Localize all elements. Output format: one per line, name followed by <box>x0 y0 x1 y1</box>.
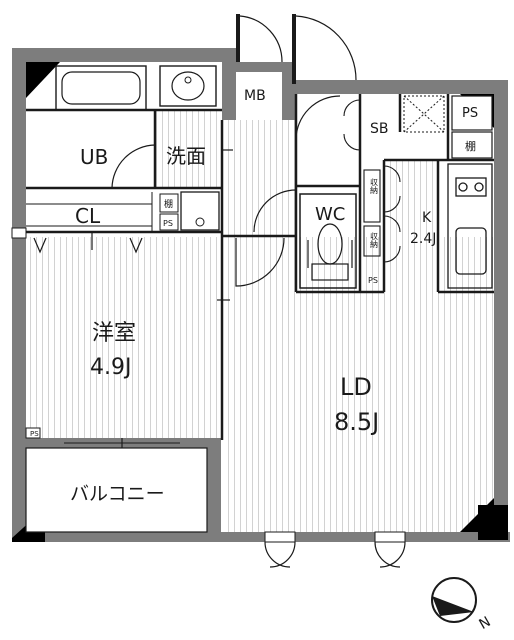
bathtub <box>55 65 147 111</box>
kitchen-counter <box>447 163 493 289</box>
ld-door <box>235 237 285 287</box>
toilet-fixture <box>299 193 357 289</box>
refrigerator-space <box>403 95 445 133</box>
label-ld: LD <box>340 373 372 401</box>
compass <box>431 577 477 623</box>
kitchen-floor <box>385 160 437 240</box>
balcony-area <box>25 447 208 533</box>
label-ps-top: PS <box>462 106 478 121</box>
label-storage-2: 収納 <box>370 231 379 249</box>
washing-machine-pan <box>180 191 220 231</box>
label-kitchen-size: 2.4J <box>410 231 436 247</box>
label-compass-n: N <box>477 614 494 633</box>
label-ps-wash: PS <box>163 219 173 228</box>
label-ps-balcony: PS <box>30 430 39 438</box>
label-unit-bath: UB <box>80 145 108 169</box>
label-shoe-box: SB <box>370 121 389 137</box>
windows <box>11 227 406 568</box>
label-closet: CL <box>75 204 101 228</box>
label-shelf-top: 棚 <box>465 139 476 153</box>
label-balcony: バルコニー <box>70 483 165 505</box>
label-washroom: 洗面 <box>166 144 206 168</box>
label-shelf-wash: 棚 <box>164 198 173 210</box>
wash-basin <box>159 65 217 107</box>
label-ld-size: 8.5J <box>334 408 379 436</box>
label-ps-wc: PS <box>368 276 378 285</box>
hall-floor <box>226 120 296 238</box>
ub-door <box>111 144 156 189</box>
hall-door <box>295 95 341 141</box>
label-kitchen: K <box>422 210 432 226</box>
label-toilet: WC <box>315 204 345 225</box>
label-western-room-size: 4.9J <box>90 355 131 380</box>
label-meter-box: MB <box>244 88 266 104</box>
closet-door-marks <box>33 232 143 254</box>
entry-doors <box>236 14 357 84</box>
wash-floor <box>155 110 223 188</box>
label-storage-1: 収納 <box>370 177 379 195</box>
label-western-room: 洋室 <box>92 321 136 346</box>
western-room-floor <box>25 237 217 440</box>
wc-door <box>253 189 297 233</box>
storage-doors <box>343 99 401 263</box>
